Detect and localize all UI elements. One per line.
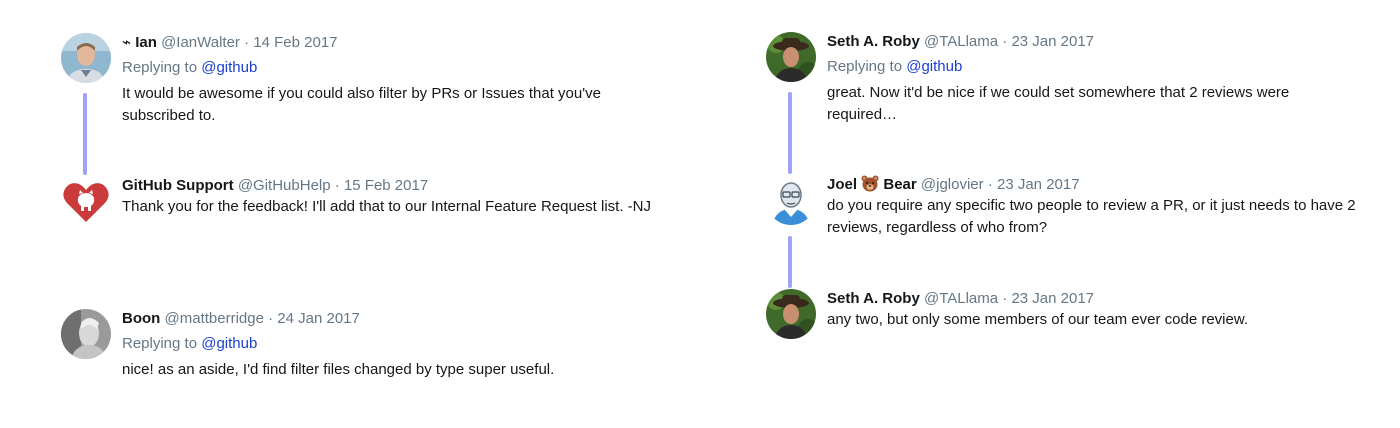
meta-separator: ·: [1002, 33, 1008, 50]
author-name[interactable]: Boon: [122, 310, 161, 327]
tweet-text: Thank you for the feedback! I'll add tha…: [122, 198, 651, 215]
user-illustration-icon: [766, 175, 816, 225]
author-handle[interactable]: @mattberridge: [164, 310, 264, 327]
tweet-date[interactable]: 23 Jan 2017: [1011, 290, 1095, 307]
author-handle[interactable]: @GitHubHelp: [237, 177, 331, 194]
thread-connector-line: [83, 93, 87, 175]
meta-separator: ·: [268, 310, 274, 327]
replying-to-line: Replying to @github: [122, 58, 702, 78]
meta-separator: ·: [1002, 290, 1008, 307]
replying-to-label: Replying to: [827, 58, 903, 75]
tweet-date[interactable]: 15 Feb 2017: [343, 177, 429, 194]
github-heart-logo-icon: [61, 176, 111, 226]
avatar-boon[interactable]: [61, 309, 111, 359]
replying-to-label: Replying to: [122, 59, 198, 76]
user-photo-icon: [766, 32, 816, 82]
user-photo-icon: [61, 33, 111, 83]
avatar-seth[interactable]: [766, 289, 816, 339]
avatar-ian[interactable]: [61, 33, 111, 83]
replying-to-line: Replying to @github: [122, 334, 702, 354]
tweet-date[interactable]: 23 Jan 2017: [1011, 33, 1095, 50]
user-photo-icon: [61, 309, 111, 359]
author-name[interactable]: GitHub Support: [122, 177, 234, 194]
author-handle[interactable]: @IanWalter: [161, 34, 240, 51]
meta-separator: ·: [244, 34, 250, 51]
avatar-seth[interactable]: [766, 32, 816, 82]
avatar-github-support[interactable]: [61, 176, 111, 226]
author-name[interactable]: Seth A. Roby: [827, 33, 920, 50]
mention-link[interactable]: @github: [906, 58, 963, 75]
tweet-date[interactable]: 24 Jan 2017: [277, 310, 360, 327]
bear-face-icon: [861, 175, 879, 192]
tweet-text: nice! as an aside, I'd find filter files…: [122, 361, 555, 378]
author-handle[interactable]: @jglovier: [920, 176, 984, 193]
thread-connector-line: [788, 92, 792, 174]
squiggle-arrow-icon: ⌁: [122, 34, 132, 51]
meta-separator: ·: [334, 177, 340, 194]
thread-connector-line: [788, 236, 792, 288]
author-name[interactable]: Joel Bear: [827, 175, 917, 193]
replying-to-line: Replying to @github: [827, 57, 1400, 77]
tweet-text: It would be awesome if you could also fi…: [122, 85, 601, 124]
avatar-joel[interactable]: [766, 175, 816, 225]
mention-link[interactable]: @github: [201, 335, 258, 352]
tweet-text: do you require any specific two people t…: [827, 197, 1356, 236]
user-photo-icon: [766, 289, 816, 339]
replying-to-label: Replying to: [122, 335, 198, 352]
meta-separator: ·: [987, 176, 993, 193]
author-name[interactable]: Seth A. Roby: [827, 290, 920, 307]
author-name[interactable]: ⌁ Ian: [122, 34, 157, 51]
tweet-date[interactable]: 23 Jan 2017: [996, 176, 1080, 193]
mention-link[interactable]: @github: [201, 59, 258, 76]
author-handle[interactable]: @TALlama: [923, 290, 999, 307]
author-handle[interactable]: @TALlama: [923, 33, 999, 50]
tweet-date[interactable]: 14 Feb 2017: [253, 34, 338, 51]
tweet-text: great. Now it'd be nice if we could set …: [827, 84, 1290, 123]
tweet-text: any two, but only some members of our te…: [827, 311, 1249, 328]
